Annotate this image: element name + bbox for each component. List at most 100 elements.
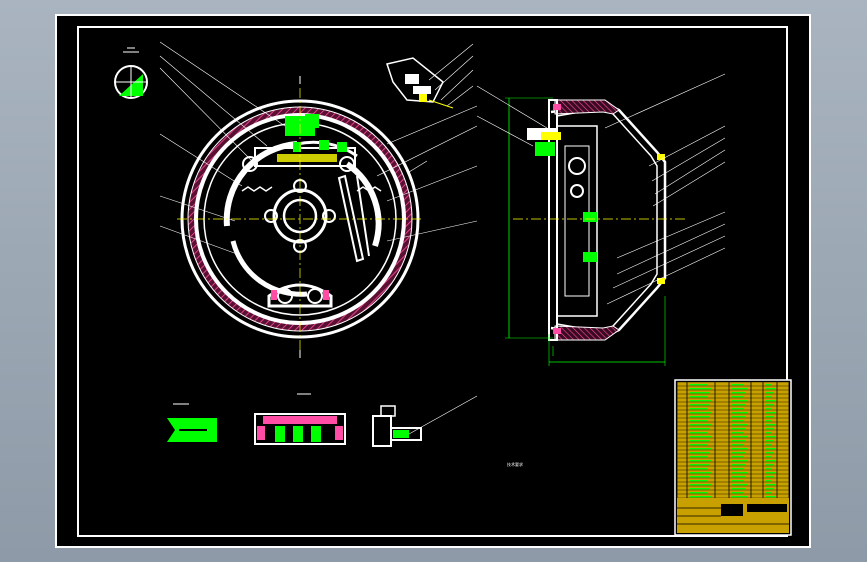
parts-list-entry-mark xyxy=(765,444,771,446)
parts-list-entry-mark xyxy=(731,488,745,490)
parts-list-entry-mark xyxy=(731,444,743,446)
parts-list-entry-mark xyxy=(689,444,707,446)
parts-list-entry-mark xyxy=(689,432,707,434)
parts-list-entry-mark xyxy=(765,476,773,478)
parts-list-entry-mark xyxy=(689,468,707,470)
parts-list-entry-mark xyxy=(731,476,745,478)
parts-list-entry-mark xyxy=(731,420,743,422)
parts-list-entry-mark xyxy=(765,424,775,426)
parts-list-entry-mark xyxy=(765,492,771,494)
parts-list-entry-mark xyxy=(689,456,707,458)
parts-list-entry-mark xyxy=(731,480,743,482)
parts-list-entry-mark xyxy=(731,440,745,442)
parts-list-rows xyxy=(676,381,790,499)
parts-list-entry-mark xyxy=(765,484,775,486)
parts-list-entry-mark xyxy=(689,452,709,454)
parts-list-entry-mark xyxy=(731,404,745,406)
parts-list-entry-mark xyxy=(765,448,775,450)
parts-list-entry-mark xyxy=(689,392,709,394)
parts-list-entry-mark xyxy=(731,484,747,486)
parts-list-entry-mark xyxy=(765,400,775,402)
parts-list-entry-mark xyxy=(765,432,771,434)
parts-list-entry-mark xyxy=(731,400,747,402)
parts-list-entry-mark xyxy=(731,428,745,430)
parts-list-entry-mark xyxy=(765,464,773,466)
parts-list-entry-mark xyxy=(765,408,771,410)
notes-title: 技术要求 xyxy=(507,462,523,467)
parts-list-entry-mark xyxy=(689,464,709,466)
parts-list-entry-mark xyxy=(689,428,709,430)
parts-list-entry-mark xyxy=(765,460,775,462)
cad-drawing xyxy=(114,41,792,536)
parts-list-entry-mark xyxy=(689,396,707,398)
parts-list-entry-mark xyxy=(689,472,711,474)
section-view-b xyxy=(372,395,478,447)
parts-list-entry-mark xyxy=(689,416,709,418)
parts-list-entry-mark xyxy=(689,480,707,482)
parts-list-entry-mark xyxy=(731,468,743,470)
parts-list-entry-mark xyxy=(765,428,773,430)
parts-list-entry-mark xyxy=(765,468,771,470)
parts-list-entry-mark xyxy=(765,488,773,490)
parts-list-entry-mark xyxy=(689,404,709,406)
parts-list-entry-mark xyxy=(765,456,771,458)
parts-list-entry-mark xyxy=(731,396,743,398)
parts-list-entry-mark xyxy=(731,492,743,494)
detail-view-adjuster xyxy=(386,43,474,109)
parts-list-entry-mark xyxy=(689,484,711,486)
parts-list-entry-mark xyxy=(689,424,711,426)
parts-list-entry-mark xyxy=(731,456,743,458)
parts-list-entry-mark xyxy=(765,440,773,442)
parts-list-entry-mark xyxy=(689,388,711,390)
parts-list-entry-mark xyxy=(731,452,745,454)
leader-lines-side xyxy=(476,73,726,305)
parts-list-entry-mark xyxy=(765,436,775,438)
parts-list-entry-mark xyxy=(731,416,745,418)
parts-list-entry-mark xyxy=(765,392,773,394)
drawing-border xyxy=(77,26,788,537)
parts-list-entry-mark xyxy=(765,420,771,422)
leader-lines-front xyxy=(159,41,478,255)
parts-list-entry-mark xyxy=(731,472,747,474)
parts-list-entry-mark xyxy=(765,412,775,414)
side-section-view xyxy=(505,97,685,366)
front-view-brake xyxy=(177,76,423,358)
parts-list-entry-mark xyxy=(689,476,709,478)
parts-list-entry-mark xyxy=(731,408,743,410)
detail-view-small-circle xyxy=(114,47,148,99)
parts-list-entry-mark xyxy=(731,436,747,438)
parts-list-entry-mark xyxy=(765,480,771,482)
parts-list-entry-mark xyxy=(765,496,775,498)
parts-list-entry-mark xyxy=(689,436,711,438)
parts-list-entry-mark xyxy=(731,384,743,386)
parts-list-entry-mark xyxy=(765,388,775,390)
parts-list-entry-mark xyxy=(731,464,745,466)
parts-list-entry-mark xyxy=(689,492,707,494)
detail-view-green-part xyxy=(167,403,217,442)
parts-list-entry-mark xyxy=(731,460,747,462)
section-view-a xyxy=(254,393,346,445)
parts-list-entry-mark xyxy=(689,408,707,410)
parts-list-entry-mark xyxy=(689,448,711,450)
parts-list-entry-mark xyxy=(689,412,711,414)
parts-list-entry-mark xyxy=(731,432,743,434)
parts-list-entry-mark xyxy=(689,400,711,402)
parts-list-entry-mark xyxy=(765,384,771,386)
parts-list-entry-mark xyxy=(731,424,747,426)
drawing-sheet: 技术要求 xyxy=(55,14,811,548)
parts-list-entry-mark xyxy=(731,412,747,414)
parts-list-entry-mark xyxy=(689,420,707,422)
parts-list-entry-mark xyxy=(689,488,709,490)
title-block-footer xyxy=(677,498,789,533)
parts-list-entry-mark xyxy=(731,388,747,390)
parts-list-entry-mark xyxy=(689,384,707,386)
parts-list-entry-mark xyxy=(731,448,747,450)
parts-list-entry-mark xyxy=(689,440,709,442)
parts-list-entry-mark xyxy=(689,460,711,462)
parts-list-entry-mark xyxy=(689,496,711,498)
parts-list-entry-mark xyxy=(765,452,773,454)
parts-list-entry-mark xyxy=(731,392,745,394)
parts-list-entry-mark xyxy=(765,416,773,418)
parts-list-entry-mark xyxy=(765,396,771,398)
parts-list-entry-mark xyxy=(731,496,747,498)
